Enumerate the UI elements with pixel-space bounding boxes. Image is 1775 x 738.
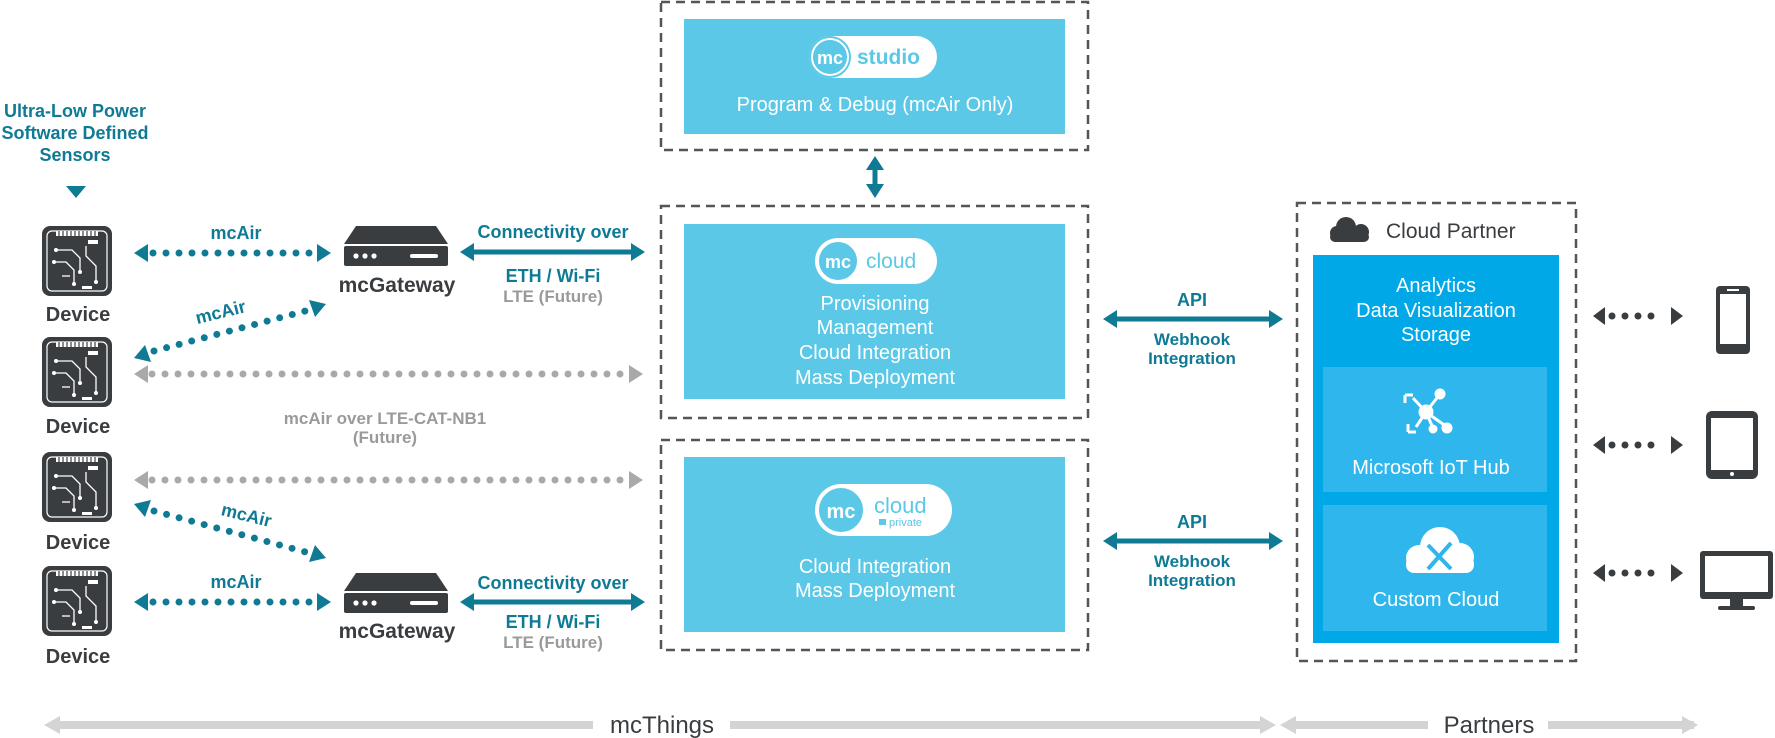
down-triangle-icon [66,186,86,198]
nb1-caption-line-1: mcAir over LTE-CAT-NB1 [284,409,486,428]
webhook-label-1: Webhook [1154,330,1231,349]
eth-wifi-label: ETH / Wi-Fi [506,612,601,632]
circuit-board-icon [41,225,113,297]
partner-feature-3: Storage [1401,324,1471,346]
tablet-icon [1706,411,1758,479]
cloud-line-1: Provisioning [821,293,930,315]
cloud-partner-box: Cloud Partner Analytics Data Visualizati… [1295,201,1578,663]
cloud-tools-icon [1406,527,1474,573]
mcair-label-diag-down: mcAir [219,499,273,531]
lte-future-label: LTE (Future) [503,633,603,652]
client-link-monitor [1593,564,1683,582]
iot-hub-label: Microsoft IoT Hub [1352,457,1509,479]
gateway-router-icon [344,226,448,266]
private-line-2: Mass Deployment [795,580,956,602]
device-label: Device [46,646,111,668]
mccloud-private-logo: mc cloud private [815,484,952,536]
mcair-label-top: mcAir [210,223,261,243]
device-4: Device [41,565,113,668]
studio-box: mc studio Program & Debug (mcAir Only) [659,0,1090,152]
device-label: Device [46,416,111,438]
eth-wifi-label: ETH / Wi-Fi [506,266,601,286]
nb1-caption-line-2: (Future) [353,428,417,447]
cloud-line-4: Mass Deployment [795,367,956,389]
client-link-phone [1593,307,1683,325]
mcstudio-logo: mc studio [809,36,937,78]
footer-mcthings: mcThings [44,712,1276,738]
sensors-caption-line-1: Ultra-Low Power [4,101,146,121]
logo-sub-text: private [889,517,922,529]
gateway-bottom: mcGateway [339,573,456,643]
connectivity-bottom: Connectivity over ETH / Wi-Fi LTE (Futur… [460,573,645,652]
webhook-label-1: Webhook [1154,552,1231,571]
webhook-label-2: Integration [1148,349,1236,368]
mcair-label-bottom: mcAir [210,572,261,592]
mccloud-logo: mc cloud [815,238,937,284]
device-2: Device [41,336,113,438]
lock-icon [879,519,886,525]
mcair-link-diag-up: mcAir [134,296,326,362]
lte-future-label: LTE (Future) [503,287,603,306]
circuit-board-icon [41,336,113,408]
api-label: API [1177,290,1207,310]
cloud-icon [1330,217,1369,242]
logo-word-text: cloud [866,250,916,273]
nb1-link-lower [134,471,643,489]
footer-mcthings-label: mcThings [610,712,714,738]
device-label: Device [46,532,111,554]
cloud-line-2: Management [817,317,934,339]
circuit-board-icon [41,565,113,637]
logo-mc-text: mc [825,252,851,272]
webhook-label-2: Integration [1148,571,1236,590]
studio-cloud-arrow [866,156,884,198]
sensors-caption-line-2: Software Defined [1,123,148,143]
network-hub-icon [1403,388,1453,434]
api-label: API [1177,512,1207,532]
logo-word-text: studio [857,46,920,69]
api-link-top: API Webhook Integration [1103,290,1283,368]
monitor-icon [1700,551,1773,610]
partner-feature-2: Data Visualization [1356,300,1516,322]
private-line-1: Cloud Integration [799,556,951,578]
connectivity-label: Connectivity over [477,573,628,593]
private-cloud-box: mc cloud private Cloud Integration Mass … [659,438,1090,652]
mcair-link-bottom: mcAir [134,572,331,611]
smartphone-icon [1716,286,1750,354]
client-link-tablet [1593,436,1683,454]
connectivity-top: Connectivity over ETH / Wi-Fi LTE (Futur… [460,222,645,306]
gateway-router-icon [344,573,448,613]
custom-cloud-label: Custom Cloud [1373,589,1500,611]
circuit-board-icon [41,451,113,523]
partner-feature-1: Analytics [1396,275,1476,297]
api-link-bottom: API Webhook Integration [1103,512,1283,590]
logo-mc-text: mc [817,48,843,68]
connectivity-label: Connectivity over [477,222,628,242]
sensors-caption-line-3: Sensors [39,145,110,165]
gateway-label: mcGateway [339,620,456,643]
device-3: Device [41,451,113,554]
nb1-link-upper [134,365,643,383]
footer-partners-label: Partners [1444,712,1535,738]
mcair-label-diag-up: mcAir [193,296,247,328]
cloud-partner-title: Cloud Partner [1386,220,1516,243]
device-1: Device [41,225,113,326]
cloud-box: mc cloud Provisioning Management Cloud I… [659,204,1090,420]
gateway-top: mcGateway [339,226,456,297]
logo-word-text: cloud [874,493,927,518]
logo-mc-text: mc [827,501,856,523]
mcair-link-top: mcAir [134,223,331,262]
gateway-label: mcGateway [339,274,456,297]
mcair-link-diag-down: mcAir [134,499,326,562]
footer-partners: Partners [1280,712,1698,738]
device-label: Device [46,304,111,326]
studio-caption: Program & Debug (mcAir Only) [737,94,1014,116]
cloud-line-3: Cloud Integration [799,342,951,364]
